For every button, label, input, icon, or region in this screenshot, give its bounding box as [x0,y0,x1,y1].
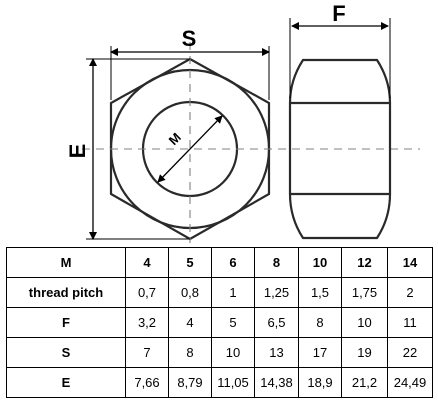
table-row: S 7 8 10 13 17 19 22 [6,337,433,368]
table-row: F 3,2 4 5 6,5 8 10 11 [6,307,433,338]
row-label-cell: F [6,307,126,338]
table-cell: 14 [387,247,433,278]
table-cell: 5 [211,307,255,338]
table-cell: 14,38 [254,367,299,398]
table-cell: 10 [341,307,388,338]
table-cell: 4 [168,307,212,338]
table-cell: 6,5 [254,307,299,338]
table-cell: 22 [387,337,433,368]
table-cell: 17 [298,337,342,368]
header-label-cell: M [6,247,126,278]
s-dimension: S [110,26,270,100]
table-cell: 19 [341,337,388,368]
side-view [288,58,392,240]
hex-nut-drawing: M S E F [65,1,420,243]
table-cell: 5 [168,247,212,278]
row-label-cell: E [6,367,126,398]
f-label: F [332,1,345,26]
table-cell: 6 [211,247,255,278]
table-cell: 21,2 [341,367,388,398]
table-row: E 7,66 8,79 11,05 14,38 18,9 21,2 24,49 [6,367,433,398]
e-label: E [65,144,90,159]
table-cell: 11 [387,307,433,338]
nut-dimension-table: M 4 5 6 8 10 12 14 thread pitch 0,7 0,8 … [6,247,433,398]
table-cell: 24,49 [387,367,433,398]
table-cell: 11,05 [211,367,255,398]
row-label-cell: S [6,337,126,368]
table-cell: 0,8 [168,277,212,308]
table-cell: 12 [341,247,388,278]
table-row: thread pitch 0,7 0,8 1 1,25 1,5 1,75 2 [6,277,433,308]
f-dimension: F [289,1,391,98]
table-cell: 13 [254,337,299,368]
table-cell: 8,79 [168,367,212,398]
table-cell: 8 [254,247,299,278]
centerlines [82,42,420,243]
table-cell: 1,75 [341,277,388,308]
e-dimension: E [65,58,190,240]
table-cell: 10 [298,247,342,278]
table-cell: 8 [168,337,212,368]
table-cell: 4 [125,247,169,278]
table-cell: 3,2 [125,307,169,338]
table-cell: 2 [387,277,433,308]
m-label: M [166,130,184,148]
s-label: S [182,26,197,51]
table-header-row: M 4 5 6 8 10 12 14 [6,247,433,278]
table-cell: 1 [211,277,255,308]
row-label-cell: thread pitch [6,277,126,308]
table-cell: 0,7 [125,277,169,308]
side-view-outline [288,58,392,240]
table-cell: 1,5 [298,277,342,308]
table-cell: 7,66 [125,367,169,398]
table-cell: 7 [125,337,169,368]
table-cell: 18,9 [298,367,342,398]
table-cell: 10 [211,337,255,368]
table-cell: 8 [298,307,342,338]
table-cell: 1,25 [254,277,299,308]
